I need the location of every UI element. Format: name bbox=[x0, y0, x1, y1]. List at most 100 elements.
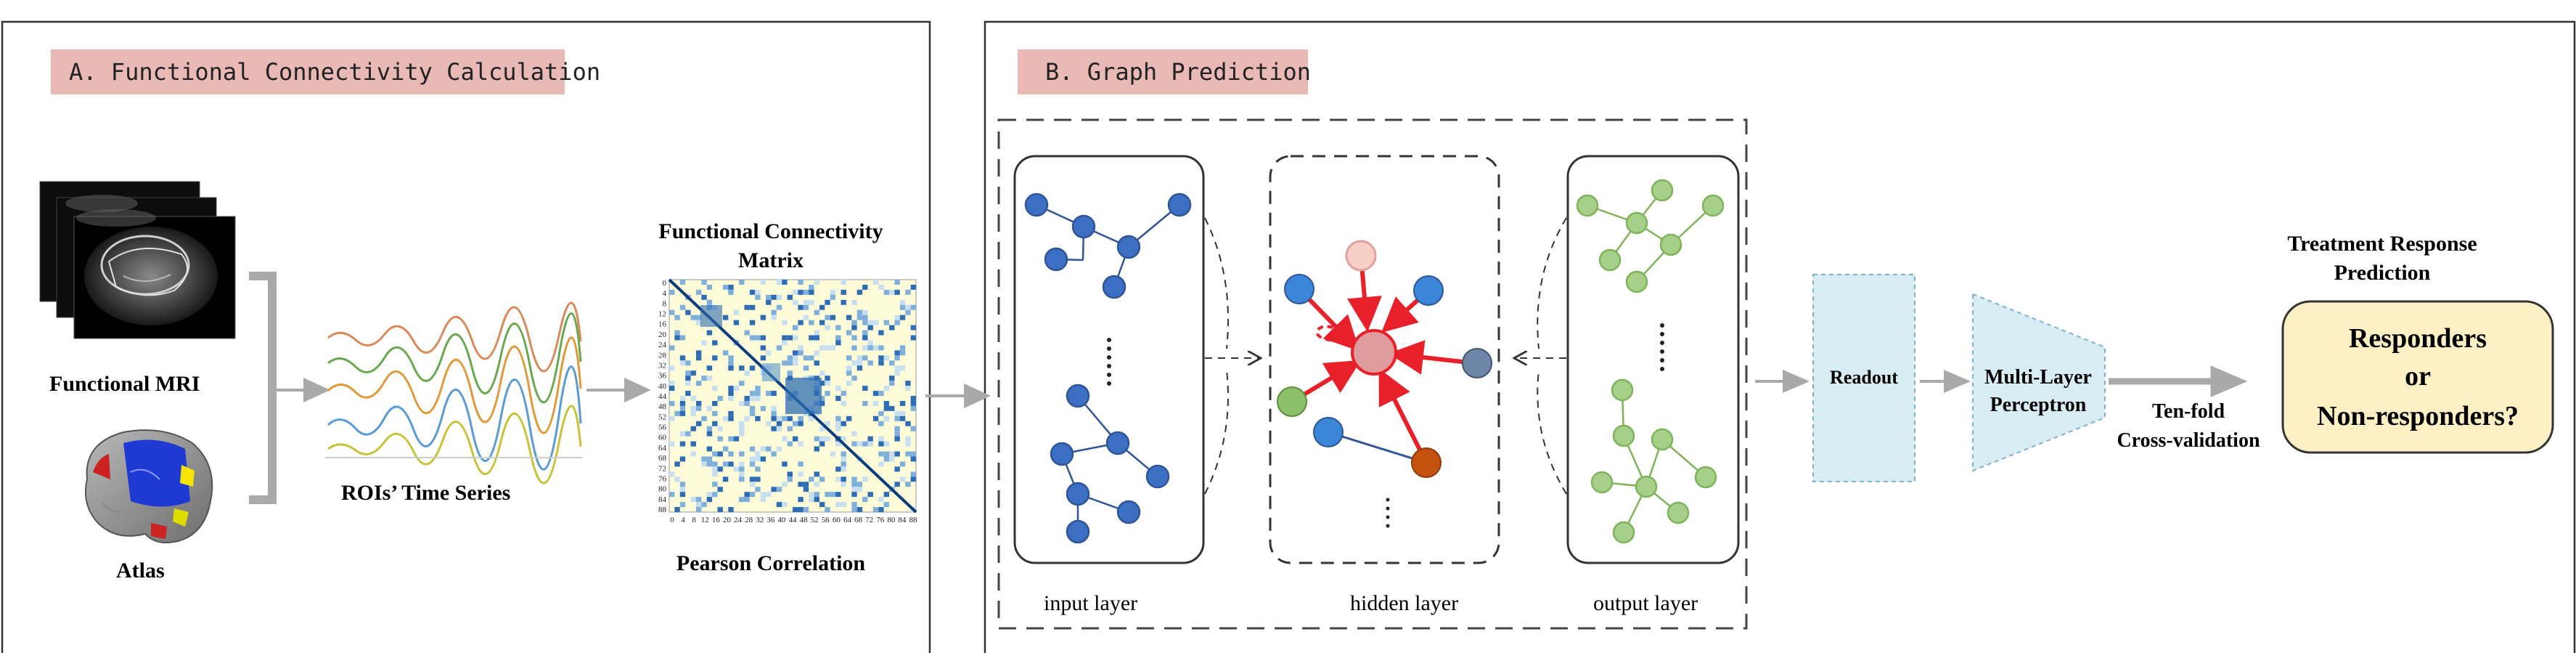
matrix-cell bbox=[755, 294, 761, 300]
matrix-cell bbox=[835, 340, 841, 346]
matrix-cell bbox=[717, 466, 723, 472]
matrix-cell bbox=[798, 415, 804, 421]
matrix-cell bbox=[739, 461, 745, 467]
matrix-cell bbox=[841, 289, 846, 295]
matrix-cell bbox=[851, 376, 857, 381]
atlas-brain bbox=[84, 429, 213, 543]
matrix-cell bbox=[728, 355, 734, 361]
matrix-cell bbox=[669, 345, 675, 351]
matrix-cell bbox=[835, 466, 841, 472]
matrix-cell bbox=[872, 400, 879, 406]
matrix-cell bbox=[685, 370, 691, 376]
matrix-cell bbox=[841, 456, 846, 462]
matrix-cell bbox=[814, 497, 819, 503]
matrix-x-tick: 72 bbox=[865, 516, 873, 524]
matrix-cell bbox=[749, 446, 756, 452]
matrix-cell bbox=[712, 466, 718, 472]
matrix-cell bbox=[771, 426, 777, 431]
matrix-cell bbox=[878, 461, 884, 467]
matrix-cell bbox=[910, 396, 916, 401]
matrix-x-tick: 20 bbox=[723, 516, 732, 524]
treatment-label-line2: Prediction bbox=[2334, 261, 2431, 285]
matrix-cell bbox=[819, 396, 825, 401]
arrow-to-matrix bbox=[586, 377, 651, 403]
matrix-cell bbox=[701, 340, 707, 346]
matrix-cell bbox=[669, 492, 675, 498]
matrix-cell bbox=[851, 345, 857, 351]
matrix-cell bbox=[695, 315, 702, 320]
matrix-cell bbox=[690, 441, 696, 447]
matrix-cell bbox=[744, 492, 750, 498]
matrix-x-tick: 84 bbox=[898, 516, 907, 524]
matrix-y-tick: 16 bbox=[658, 320, 667, 329]
matrix-cell bbox=[701, 456, 707, 462]
matrix-cell bbox=[712, 461, 718, 467]
matrix-cell bbox=[809, 335, 814, 341]
matrix-cell bbox=[766, 391, 772, 396]
matrix-cell bbox=[706, 376, 713, 381]
cv-label-line2: Cross-validation bbox=[2117, 429, 2260, 452]
matrix-cell bbox=[706, 330, 713, 336]
matrix-cell bbox=[856, 507, 863, 512]
matrix-cell bbox=[883, 456, 890, 462]
matrix-cell bbox=[760, 492, 766, 498]
arrow-to-result bbox=[2109, 365, 2248, 397]
matrix-cell bbox=[905, 381, 911, 386]
matrix-cell bbox=[706, 456, 713, 462]
matrix-cell bbox=[841, 466, 846, 472]
matrix-cell bbox=[856, 360, 863, 366]
matrix-cell bbox=[771, 451, 777, 457]
matrix-cell bbox=[894, 466, 900, 472]
matrix-cell bbox=[878, 451, 884, 457]
matrix-cell bbox=[830, 492, 836, 498]
matrix-cell bbox=[883, 451, 890, 457]
matrix-cell bbox=[744, 497, 750, 503]
matrix-cell bbox=[706, 446, 713, 452]
matrix-cell bbox=[749, 365, 756, 371]
matrix-cell bbox=[695, 502, 702, 508]
matrix-x-tick: 52 bbox=[811, 516, 819, 524]
matrix-cell bbox=[701, 502, 707, 508]
matrix-y-tick: 0 bbox=[663, 279, 667, 288]
matrix-cell bbox=[728, 289, 734, 295]
matrix-cell bbox=[878, 284, 884, 290]
panel-a: A. Functional Connectivity Calculation F… bbox=[1, 20, 931, 653]
matrix-cell bbox=[814, 492, 819, 498]
matrix-cell bbox=[722, 350, 729, 356]
matrix-cell bbox=[782, 415, 788, 421]
matrix-cell bbox=[787, 370, 793, 376]
matrix-cell bbox=[695, 507, 702, 512]
matrix-cell bbox=[766, 299, 772, 305]
matrix-cell bbox=[766, 294, 772, 300]
matrix-cell bbox=[722, 415, 729, 421]
matrix-cell bbox=[679, 456, 686, 462]
matrix-cell bbox=[841, 400, 846, 406]
matrix-cell bbox=[878, 410, 884, 416]
matrix-cell bbox=[809, 284, 814, 290]
matrix-cell bbox=[749, 492, 756, 498]
matrix-cell bbox=[851, 320, 857, 325]
matrix-cell bbox=[798, 482, 804, 487]
matrix-cell bbox=[809, 415, 814, 421]
matrix-cell bbox=[798, 461, 804, 467]
matrix-cell bbox=[894, 370, 900, 376]
matrix-cell bbox=[739, 497, 745, 503]
matrix-cell bbox=[776, 421, 782, 426]
matrix-cell bbox=[695, 421, 702, 426]
matrix-cell bbox=[841, 299, 846, 305]
matrix-cell bbox=[771, 415, 777, 421]
matrix-cell bbox=[776, 415, 782, 421]
matrix-cell bbox=[825, 391, 830, 396]
matrix-caption: Pearson Correlation bbox=[676, 551, 866, 575]
matrix-cell bbox=[878, 360, 884, 366]
matrix-cell bbox=[825, 507, 830, 512]
matrix-cell bbox=[744, 400, 750, 406]
matrix-cell bbox=[690, 396, 696, 401]
matrix-cell bbox=[862, 476, 868, 482]
matrix-cell bbox=[899, 304, 906, 310]
matrix-cell bbox=[825, 299, 830, 305]
matrix-cell bbox=[905, 482, 911, 487]
matrix-cell bbox=[841, 482, 846, 487]
matrix-cell bbox=[793, 335, 798, 341]
